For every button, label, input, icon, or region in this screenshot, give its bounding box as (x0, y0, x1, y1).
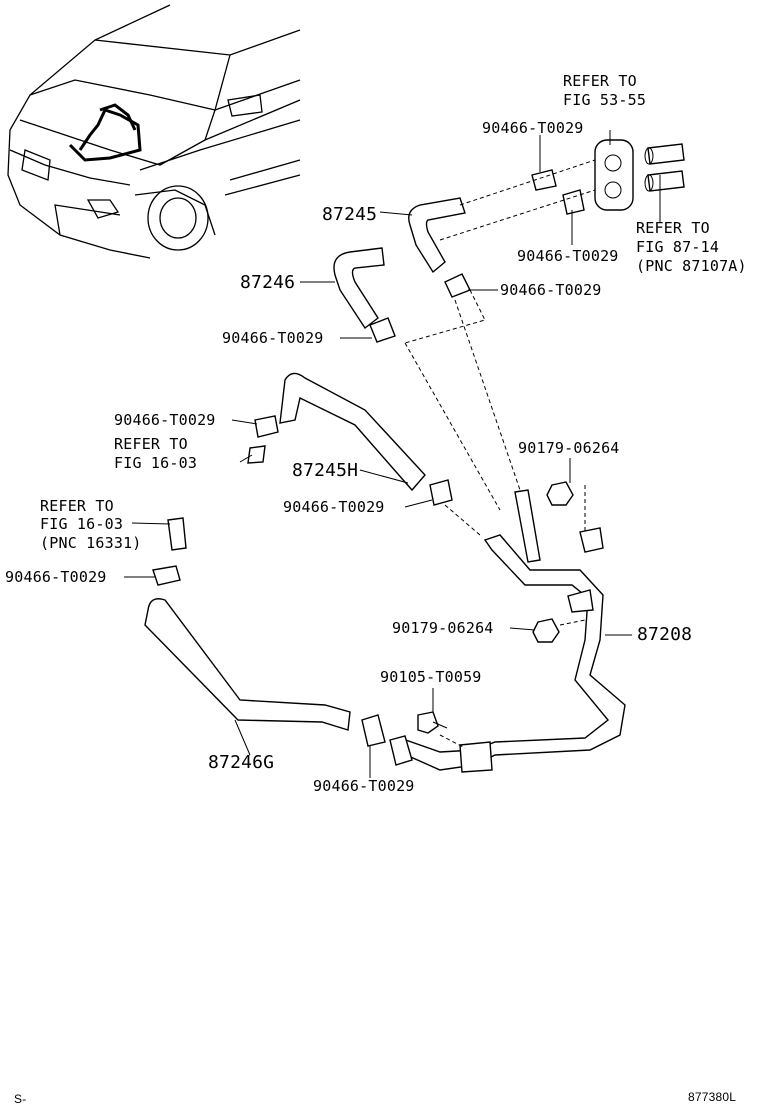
leader-lines (124, 130, 661, 778)
nut-label-b: 90179-06264 (392, 619, 494, 637)
clamp-label-b: 90466-T0029 (517, 247, 619, 265)
clamp-label-c: 90466-T0029 (500, 281, 602, 299)
hose-87246G (144, 517, 413, 766)
fasteners (417, 481, 574, 734)
refer-fig-87-14-line1: REFER TO (636, 219, 710, 237)
clamp-label-d: 90466-T0029 (222, 329, 324, 347)
heater-core-flange (594, 139, 685, 211)
part-label-87246G: 87246G (208, 752, 275, 773)
refer-fig-16-03-a-line2: FIG 16-03 (114, 454, 198, 472)
bolt-label: 90105-T0059 (380, 668, 482, 686)
refer-fig-16-03-a-line1: REFER TO (114, 435, 188, 453)
part-label-87208: 87208 (637, 624, 693, 645)
part-label-87245: 87245 (322, 204, 378, 225)
refer-fig-53-55-line1: REFER TO (563, 72, 637, 90)
clamp-label-f: 90466-T0029 (283, 498, 385, 516)
assembly-dash-lines-top (404, 159, 596, 511)
drawing-number: 877380L (688, 1090, 737, 1104)
part-label-87246: 87246 (240, 272, 296, 293)
footer-left-mark: S- (14, 1092, 27, 1106)
refer-fig-87-14-line3: (PNC 87107A) (636, 257, 747, 275)
nut-label-a: 90179-06264 (518, 439, 620, 457)
hose-87246 (333, 247, 385, 330)
clamp-label-a: 90466-T0029 (482, 119, 584, 137)
vehicle-illustration (7, 4, 301, 259)
clamp-label-e: 90466-T0029 (114, 411, 216, 429)
refer-fig-53-55-line2: FIG 53-55 (563, 91, 647, 109)
clamp-label-g: 90466-T0029 (5, 568, 107, 586)
part-label-87245H: 87245H (292, 460, 359, 481)
refer-fig-16-03-b-line1: REFER TO (40, 497, 114, 515)
hose-87245H (247, 372, 481, 536)
hose-87245 (408, 197, 466, 274)
refer-fig-16-03-b-line3: (PNC 16331) (40, 534, 142, 552)
clamp-label-h: 90466-T0029 (313, 777, 415, 795)
refer-fig-87-14-line2: FIG 87-14 (636, 238, 720, 256)
refer-fig-16-03-b-line2: FIG 16-03 (40, 515, 124, 533)
clamps-top (369, 169, 585, 343)
